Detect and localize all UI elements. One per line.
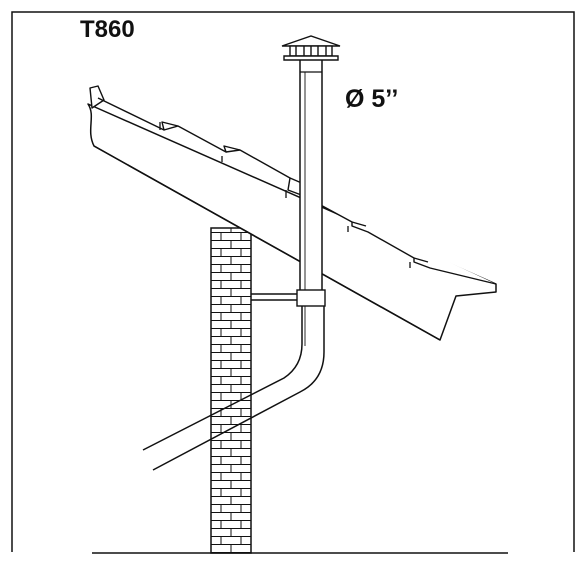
tile-steps (159, 122, 411, 268)
vertical-flue-pipe (299, 57, 323, 295)
roof-tiles (97, 97, 497, 285)
rain-cap (281, 35, 341, 61)
brick-wall (210, 227, 252, 554)
roof (87, 85, 497, 341)
outer-border (11, 11, 575, 552)
elbow-pipe (142, 306, 325, 471)
wall-support-bracket (251, 289, 326, 307)
diameter-label: Ø 5’’ (345, 85, 399, 113)
model-label: T860 (80, 16, 135, 43)
